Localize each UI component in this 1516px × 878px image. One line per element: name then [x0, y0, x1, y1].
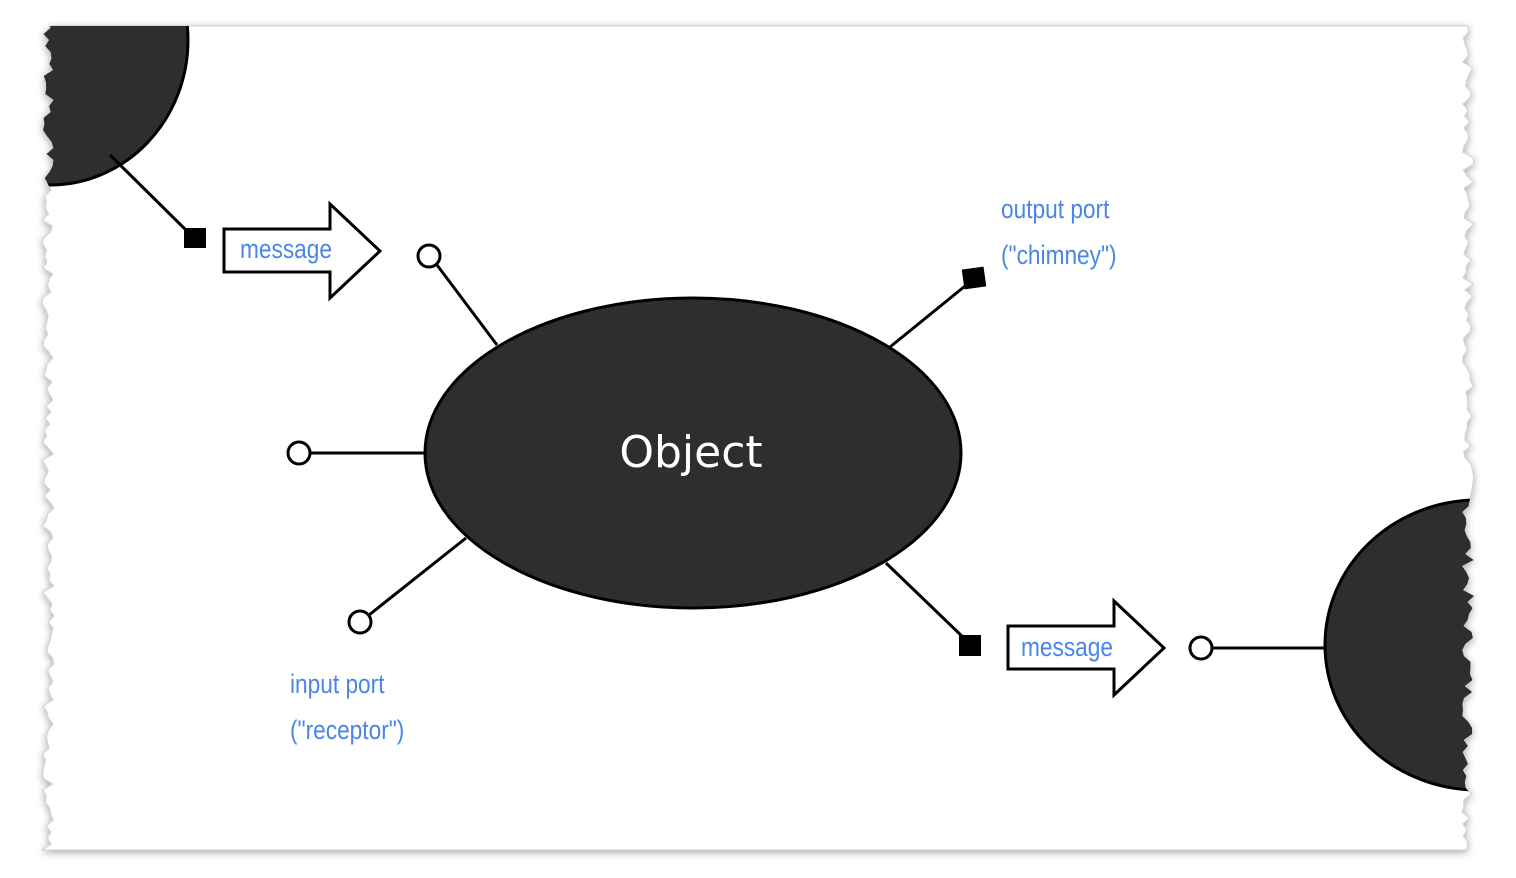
central-object	[423, 296, 963, 610]
output-port-sublabel: ("chimney")	[1001, 240, 1117, 270]
output-port-label: output port	[1001, 194, 1109, 224]
upstream-object	[42, 26, 190, 187]
output-port-lower	[959, 635, 981, 656]
input-port-left	[286, 440, 312, 466]
input-port-upper	[416, 243, 442, 269]
diagram-content: message Object output port ("chimney") i…	[42, 26, 1474, 792]
message-label-bottom: message	[1021, 632, 1113, 662]
input-port-sublabel: ("receptor")	[290, 715, 404, 745]
downstream-object	[1323, 498, 1474, 792]
central-object-label: Object	[619, 427, 762, 478]
upstream-output-port	[184, 228, 206, 248]
output-port-upper	[961, 266, 987, 290]
output-connector-lower	[884, 561, 968, 642]
message-arrow-top	[222, 200, 383, 302]
input-port-label: input port	[290, 669, 385, 699]
input-port-lower	[347, 609, 373, 635]
input-connector-upper	[435, 264, 499, 346]
output-connector-upper	[889, 280, 971, 349]
message-arrow-bottom	[1006, 597, 1167, 699]
upstream-output-connector	[108, 153, 194, 238]
downstream-input-port	[1188, 635, 1214, 661]
message-label-top: message	[240, 234, 332, 264]
input-connector-lower	[368, 536, 467, 617]
